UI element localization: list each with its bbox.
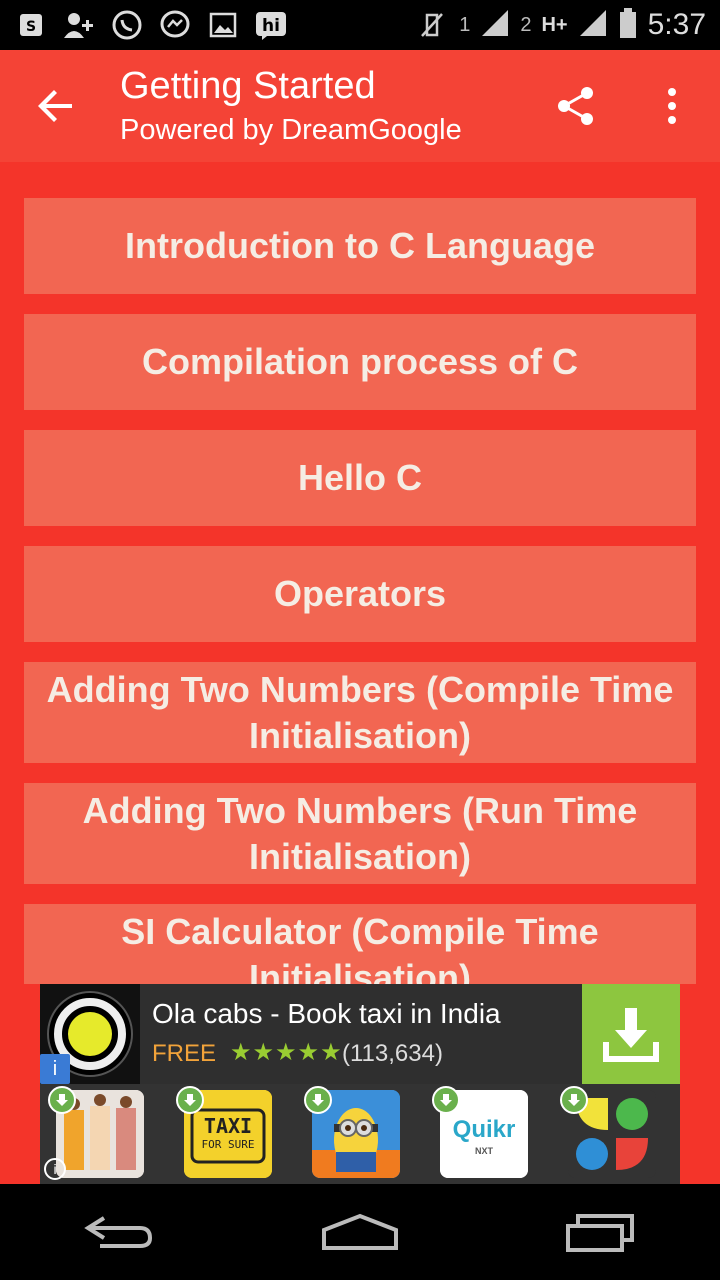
topic-item[interactable]: Operators bbox=[24, 546, 696, 642]
topic-item[interactable]: Adding Two Numbers (Run Time Initialisat… bbox=[24, 783, 696, 884]
system-nav-bar bbox=[0, 1184, 720, 1280]
topic-list-container[interactable]: Introduction to C Language Compilation p… bbox=[0, 162, 720, 984]
overflow-menu-icon bbox=[668, 88, 676, 124]
status-bar: S hi 1 2 H+ 5:37 bbox=[0, 0, 720, 50]
download-badge-icon bbox=[432, 1086, 460, 1114]
sim2-label: 2 bbox=[520, 13, 532, 36]
share-button[interactable] bbox=[528, 50, 624, 162]
messenger-icon bbox=[158, 8, 192, 42]
nav-back-button[interactable] bbox=[60, 1184, 180, 1280]
whatsapp-icon bbox=[110, 8, 144, 42]
signal-icon bbox=[578, 8, 608, 43]
minion-game-tile[interactable] bbox=[312, 1090, 400, 1178]
nav-recents-button[interactable] bbox=[540, 1184, 660, 1280]
download-button[interactable] bbox=[582, 984, 680, 1084]
ad-rating-count: (113,634) bbox=[342, 1040, 443, 1067]
overflow-menu-button[interactable] bbox=[624, 50, 720, 162]
add-contact-icon bbox=[62, 8, 96, 42]
ad-info-icon[interactable]: i bbox=[40, 1054, 70, 1084]
back-arrow-icon bbox=[38, 90, 72, 122]
tile-subtext: NXT bbox=[475, 1146, 493, 1156]
back-button[interactable] bbox=[0, 50, 112, 162]
signal-icon bbox=[480, 8, 510, 43]
svg-text:hi: hi bbox=[262, 16, 280, 36]
ad-app-tiles: TAXI FOR SURE bbox=[40, 1084, 680, 1184]
topic-item[interactable]: Compilation process of C bbox=[24, 314, 696, 410]
page-subtitle: Powered by DreamGoogle bbox=[120, 114, 462, 146]
nav-home-button[interactable] bbox=[300, 1184, 420, 1280]
shopping-bag-icon: S bbox=[14, 8, 48, 42]
nav-home-icon bbox=[322, 1213, 398, 1250]
ad-app-promo[interactable]: i Ola cabs - Book taxi in India FREE ★★★… bbox=[40, 984, 680, 1084]
topic-list: Introduction to C Language Compilation p… bbox=[0, 162, 720, 984]
sim1-label: 1 bbox=[459, 13, 471, 36]
svg-text:S: S bbox=[26, 19, 36, 35]
clock: 5:37 bbox=[647, 8, 706, 41]
share-icon bbox=[558, 87, 593, 125]
page-title: Getting Started bbox=[120, 65, 376, 107]
topic-item[interactable]: Introduction to C Language bbox=[24, 198, 696, 294]
ad-banner[interactable]: i Ola cabs - Book taxi in India FREE ★★★… bbox=[40, 984, 680, 1184]
ad-price: FREE bbox=[152, 1040, 217, 1067]
tile-subtext: FOR SURE bbox=[201, 1138, 255, 1151]
nav-recents-icon bbox=[566, 1214, 634, 1252]
ad-rating-stars: ★★★★★ bbox=[230, 1039, 343, 1066]
tile-text: TAXI bbox=[203, 1114, 253, 1138]
download-icon bbox=[603, 1008, 659, 1062]
topic-item[interactable]: SI Calculator (Compile Time Initialisati… bbox=[24, 904, 696, 984]
topic-item[interactable]: Hello C bbox=[24, 430, 696, 526]
battery-icon bbox=[618, 7, 638, 44]
image-icon bbox=[206, 8, 240, 42]
topic-item[interactable]: Adding Two Numbers (Compile Time Initial… bbox=[24, 662, 696, 763]
download-badge-icon bbox=[560, 1086, 588, 1114]
tile-text: Quikr bbox=[452, 1116, 516, 1143]
ad-choices-info-icon[interactable]: i bbox=[44, 1158, 66, 1180]
download-badge-icon bbox=[176, 1086, 204, 1114]
ad-app-name: Ola cabs - Book taxi in India bbox=[152, 998, 501, 1029]
download-badge-icon bbox=[48, 1086, 76, 1114]
network-type: H+ bbox=[541, 13, 568, 36]
hike-icon: hi bbox=[254, 8, 288, 42]
vibrate-off-icon bbox=[415, 8, 449, 42]
app-bar: Getting Started Powered by DreamGoogle bbox=[0, 50, 720, 162]
nav-back-icon bbox=[84, 1216, 153, 1248]
download-badge-icon bbox=[304, 1086, 332, 1114]
